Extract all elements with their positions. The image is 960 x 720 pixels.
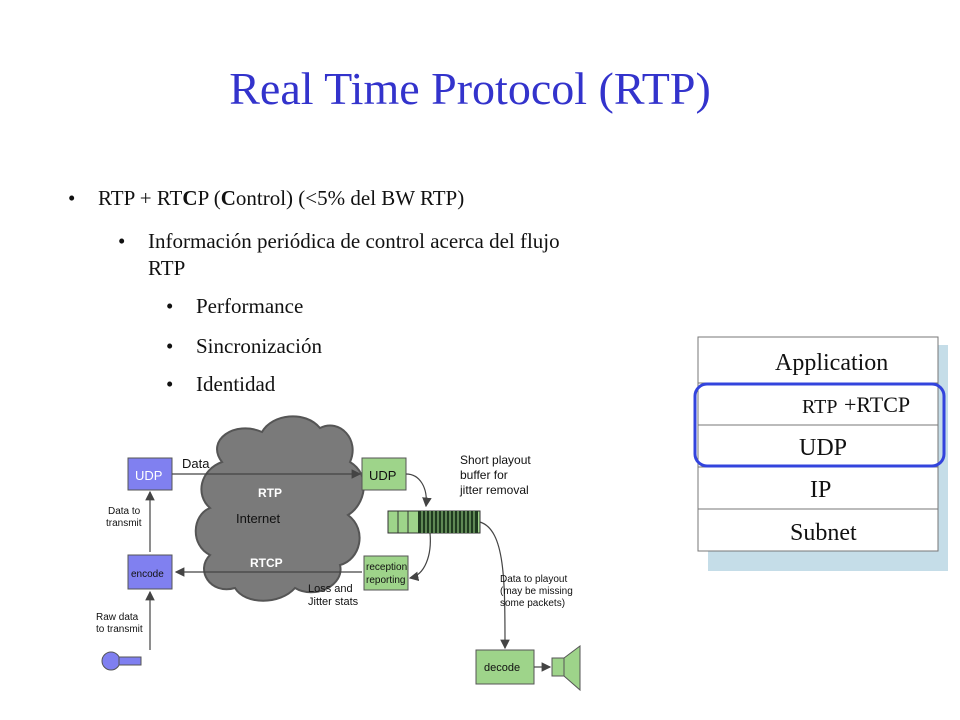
data-to-transmit-line1: Data to <box>108 506 141 517</box>
stack-label-application: Application <box>775 350 888 376</box>
playout-line2: (may be missing <box>500 586 573 597</box>
bullet-dot: • <box>68 186 76 210</box>
buffer-to-reception-arrow <box>408 532 431 582</box>
loss-stats-line1: Loss and <box>308 583 353 595</box>
playout-buffer <box>387 510 481 534</box>
encode-box <box>127 554 173 590</box>
speaker-icon <box>551 645 581 692</box>
cloud-internet-label: Internet <box>236 511 280 526</box>
stack-label-rtp: RTP <box>802 396 837 418</box>
raw-data-line1: Raw data <box>96 612 139 623</box>
internet-cloud: RTP Internet RTCP <box>194 415 365 602</box>
bullet-level3-performance: • Performance <box>166 294 303 319</box>
bullet-level2: • Información periódica de control acerc… <box>118 228 598 282</box>
reception-line1: reception <box>366 562 407 573</box>
reception-line2: reporting <box>366 575 405 586</box>
bullet-text: Información periódica de control acerca … <box>148 229 560 280</box>
stack-layer-udp <box>697 424 939 468</box>
receiver-udp-label: UDP <box>369 468 396 483</box>
stack-layer-subnet <box>697 508 939 552</box>
data-label: Data <box>182 456 210 471</box>
buffer-text-line3: jitter removal <box>459 483 529 497</box>
data-to-transmit-line2: transmit <box>106 518 142 529</box>
sender-udp-box <box>127 457 173 491</box>
bullet-text: RTP + RTCP (Control) (<5% del BW RTP) <box>98 186 465 210</box>
loss-stats-line2: Jitter stats <box>308 596 359 608</box>
bullet-level3-identidad: • Identidad <box>166 372 275 397</box>
bullet-text: Sincronización <box>196 334 322 358</box>
cloud-rtp-label: RTP <box>258 486 282 500</box>
bullet-dot: • <box>166 334 174 358</box>
playout-line1: Data to playout <box>500 574 567 585</box>
microphone-icon <box>101 651 142 671</box>
raw-data-line2: to transmit <box>96 624 143 635</box>
bullet-text: Identidad <box>196 372 276 396</box>
cloud-rtcp-label: RTCP <box>250 556 283 570</box>
bullet-level1: • RTP + RTCP (Control) (<5% del BW RTP) <box>68 186 464 211</box>
playout-line3: some packets) <box>500 598 565 609</box>
reception-reporting-box <box>363 555 409 591</box>
stack-layer-ip <box>697 466 939 510</box>
bullet-dot: • <box>166 372 174 396</box>
sender-udp-label: UDP <box>135 468 162 483</box>
buffer-text-line2: buffer for <box>460 468 508 482</box>
bullet-text: Performance <box>196 294 304 318</box>
rtp-udp-highlight <box>693 382 946 468</box>
udp-to-buffer-arrow <box>405 473 432 508</box>
stack-rtcp-label: +RTCP <box>844 392 910 417</box>
slide-title: Real Time Protocol (RTP) <box>229 63 711 114</box>
buffer-to-decode-arrow <box>479 521 510 650</box>
bullet-dot: • <box>166 294 174 318</box>
protocol-stack: Application RTP UDP IP Subnet +RTCP <box>693 336 948 571</box>
decode-label: decode <box>484 662 520 674</box>
bullet-level3-sincronizacion: • Sincronización <box>166 334 322 359</box>
stack-label-ip: IP <box>810 477 831 503</box>
stack-label-subnet: Subnet <box>790 520 857 546</box>
bullet-dot: • <box>118 229 126 253</box>
encode-label: encode <box>131 569 164 580</box>
stack-label-udp: UDP <box>799 435 847 461</box>
buffer-text-line1: Short playout <box>460 453 531 467</box>
